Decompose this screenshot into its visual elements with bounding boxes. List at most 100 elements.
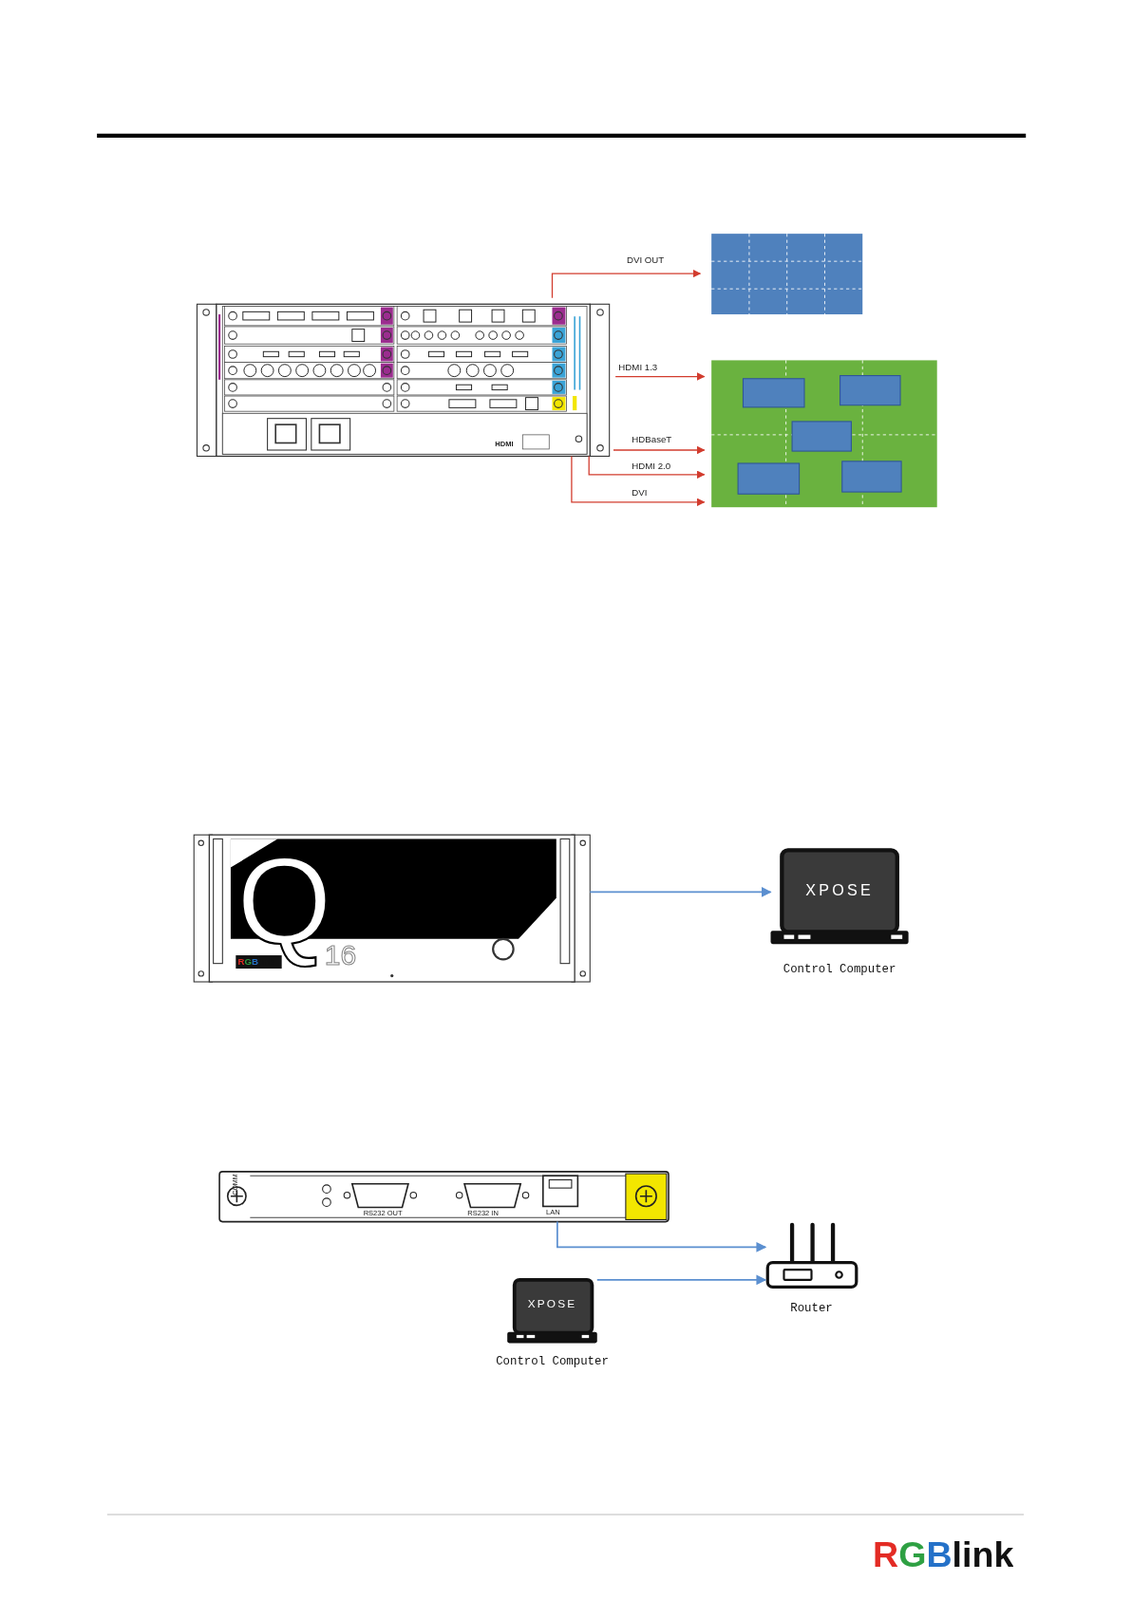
rack-device bbox=[554, 399, 564, 409]
rack-device bbox=[551, 307, 566, 325]
video-wall bbox=[711, 233, 863, 315]
rack-device bbox=[396, 345, 566, 362]
rack-device bbox=[382, 366, 392, 376]
rack-device bbox=[400, 331, 410, 340]
rack-device bbox=[313, 364, 326, 378]
rack-device bbox=[400, 350, 410, 359]
rack-device bbox=[228, 331, 238, 340]
rack-device bbox=[319, 351, 335, 357]
rack-device bbox=[382, 311, 392, 321]
rack-device bbox=[554, 311, 564, 321]
rack-device bbox=[216, 303, 590, 456]
laptop-icon bbox=[890, 935, 903, 940]
rack-device bbox=[597, 309, 604, 316]
rack-device bbox=[352, 329, 365, 342]
connector-arrow bbox=[597, 1279, 766, 1282]
processor-front bbox=[492, 939, 513, 960]
rack-device bbox=[579, 316, 582, 390]
signal-name: DVI OUT bbox=[626, 255, 664, 266]
led-screen bbox=[842, 461, 902, 492]
rack-device bbox=[348, 364, 361, 378]
rack-device bbox=[288, 351, 304, 357]
rack-device bbox=[455, 384, 472, 390]
comm-card bbox=[219, 1171, 669, 1223]
comm-card bbox=[548, 1180, 572, 1189]
rack-device bbox=[512, 351, 529, 357]
comm-card bbox=[522, 1191, 529, 1198]
processor-front bbox=[390, 974, 394, 978]
rack-device bbox=[490, 399, 517, 409]
rack-device bbox=[222, 305, 587, 454]
rack-device bbox=[224, 326, 394, 344]
video-wall bbox=[711, 288, 863, 290]
connector-arrow bbox=[557, 1222, 766, 1248]
device-name: Control Computer bbox=[495, 1354, 609, 1368]
rack-device bbox=[363, 364, 377, 378]
processor-front bbox=[580, 840, 585, 846]
rack-device bbox=[224, 379, 394, 396]
comm-card bbox=[352, 1184, 409, 1208]
device-name: Control Computer bbox=[783, 962, 897, 977]
model-number: 16 bbox=[324, 941, 357, 970]
processor-front: Q16RGBlink bbox=[193, 834, 590, 982]
processor-front bbox=[208, 834, 575, 982]
rack-device bbox=[228, 366, 238, 376]
card-name: COMM bbox=[231, 1174, 240, 1196]
rack-device bbox=[515, 331, 525, 340]
led-screen bbox=[742, 378, 804, 408]
rack-device bbox=[424, 331, 434, 340]
comm-card bbox=[322, 1185, 332, 1194]
comm-card bbox=[249, 1217, 638, 1219]
processor-front bbox=[198, 840, 204, 846]
rack-device bbox=[380, 363, 394, 378]
rack-device bbox=[277, 311, 304, 321]
port-name: RS232 IN bbox=[467, 1209, 499, 1219]
rack-device bbox=[589, 303, 609, 456]
laptop-icon bbox=[507, 1332, 598, 1344]
video-wall bbox=[748, 233, 750, 315]
rack-device bbox=[449, 399, 476, 409]
rack-device bbox=[396, 379, 566, 396]
software-logo: XPOSE bbox=[528, 1297, 577, 1311]
rack-device bbox=[224, 396, 394, 412]
laptop-icon bbox=[798, 935, 812, 940]
comm-card bbox=[455, 1191, 462, 1198]
rack-device bbox=[396, 362, 566, 379]
laptop-icon bbox=[783, 935, 794, 940]
rack-device bbox=[382, 331, 392, 340]
rack-device bbox=[312, 311, 340, 321]
comm-card bbox=[464, 1184, 521, 1208]
rack-device bbox=[263, 351, 279, 357]
rack-device bbox=[475, 331, 485, 340]
laptop-icon bbox=[527, 1335, 536, 1339]
rack-device bbox=[597, 445, 604, 452]
rack-device bbox=[551, 396, 566, 411]
rack-device bbox=[396, 305, 566, 325]
laptop-icon bbox=[582, 1335, 590, 1339]
rack-device bbox=[222, 413, 587, 454]
rack-arrows bbox=[551, 273, 700, 299]
comm-card bbox=[410, 1191, 416, 1198]
rack-device bbox=[382, 383, 392, 393]
rack-device bbox=[448, 364, 461, 378]
rack-arrows bbox=[588, 455, 704, 474]
rack-device bbox=[437, 331, 447, 340]
rack-device bbox=[380, 396, 394, 411]
processor-front bbox=[213, 839, 224, 964]
comm-card bbox=[343, 1191, 350, 1198]
led-screen bbox=[792, 421, 851, 452]
router-icon bbox=[810, 1225, 814, 1265]
comm-card bbox=[625, 1173, 667, 1220]
rack-device bbox=[526, 397, 539, 411]
computer-icon: XPOSEControl Computer bbox=[507, 1278, 598, 1346]
led-screen bbox=[840, 376, 901, 406]
rack-device bbox=[522, 434, 549, 450]
led-screen bbox=[711, 359, 938, 508]
comm-card bbox=[543, 1175, 579, 1207]
brand-letter: Q bbox=[236, 839, 332, 963]
led-screen bbox=[711, 359, 938, 508]
connector-arrow bbox=[589, 891, 771, 894]
rack-device bbox=[382, 350, 392, 359]
page-rule bbox=[107, 1514, 1024, 1516]
rack-device bbox=[275, 424, 296, 443]
